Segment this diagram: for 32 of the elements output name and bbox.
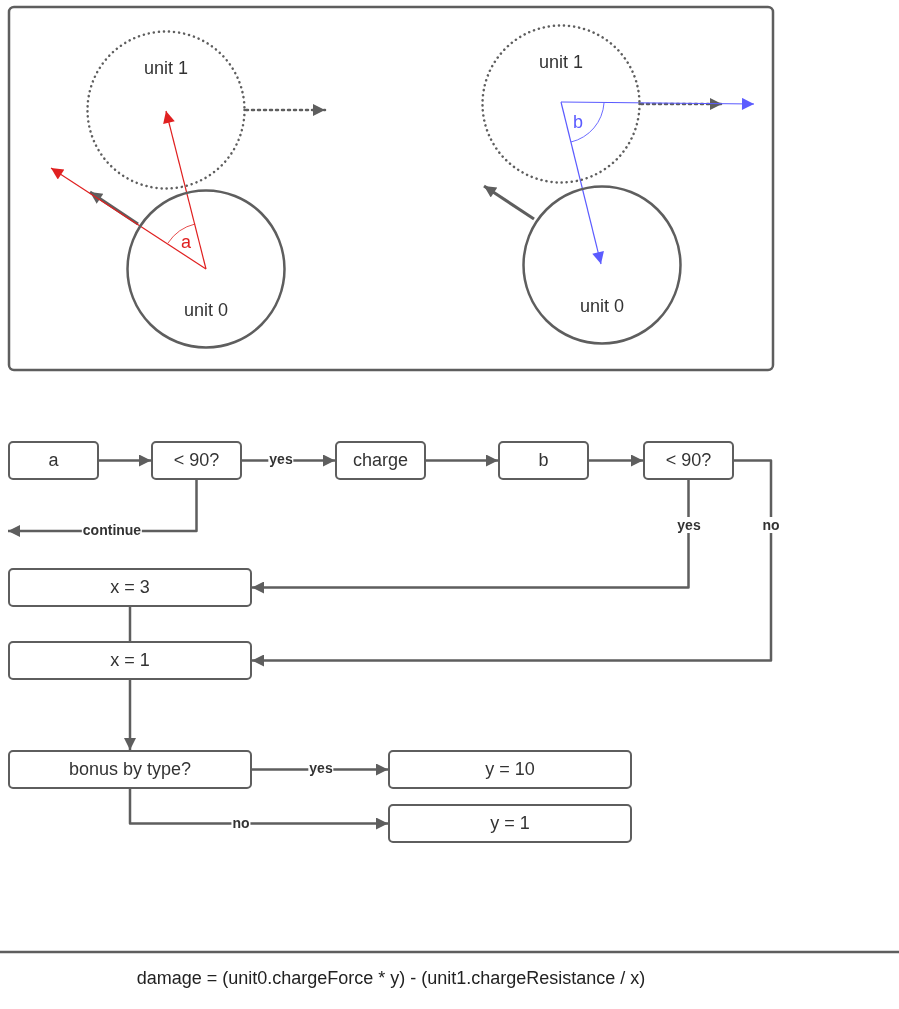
arrow [252,480,690,594]
arrow [128,789,388,830]
dotted-circle [86,30,246,190]
process-box: y = 10 [388,750,632,789]
process-box: < 90? [151,441,242,480]
unit-label: unit 1 [537,52,584,73]
process-box: x = 3 [8,568,252,607]
process-box: x = 1 [8,641,252,680]
arrow [426,454,498,467]
angle-label: b [573,111,583,133]
unit-label: unit 0 [182,300,229,321]
arrow [124,680,136,750]
unit-label: unit 0 [578,296,625,317]
unit-label: unit 1 [142,58,189,79]
edge-label: yes [676,517,702,533]
edge-label: continue [81,522,143,538]
process-box: b [498,441,589,480]
arrow [252,459,773,667]
process-box: < 90? [643,441,734,480]
process-box: bonus by type? [8,750,252,789]
arrow [589,454,643,467]
formula-text: damage = (unit0.chargeForce * y) - (unit1.chargeResistance / x) [135,968,647,989]
dotted-circle [481,24,641,184]
process-box: y = 1 [388,804,632,843]
angle-label: a [181,231,191,253]
arrow [99,454,151,467]
connector-line [128,607,132,641]
process-box: charge [335,441,426,480]
unit-circle [522,185,682,345]
unit-circle [126,189,286,349]
process-box: a [8,441,99,480]
edge-label: no [761,517,781,533]
